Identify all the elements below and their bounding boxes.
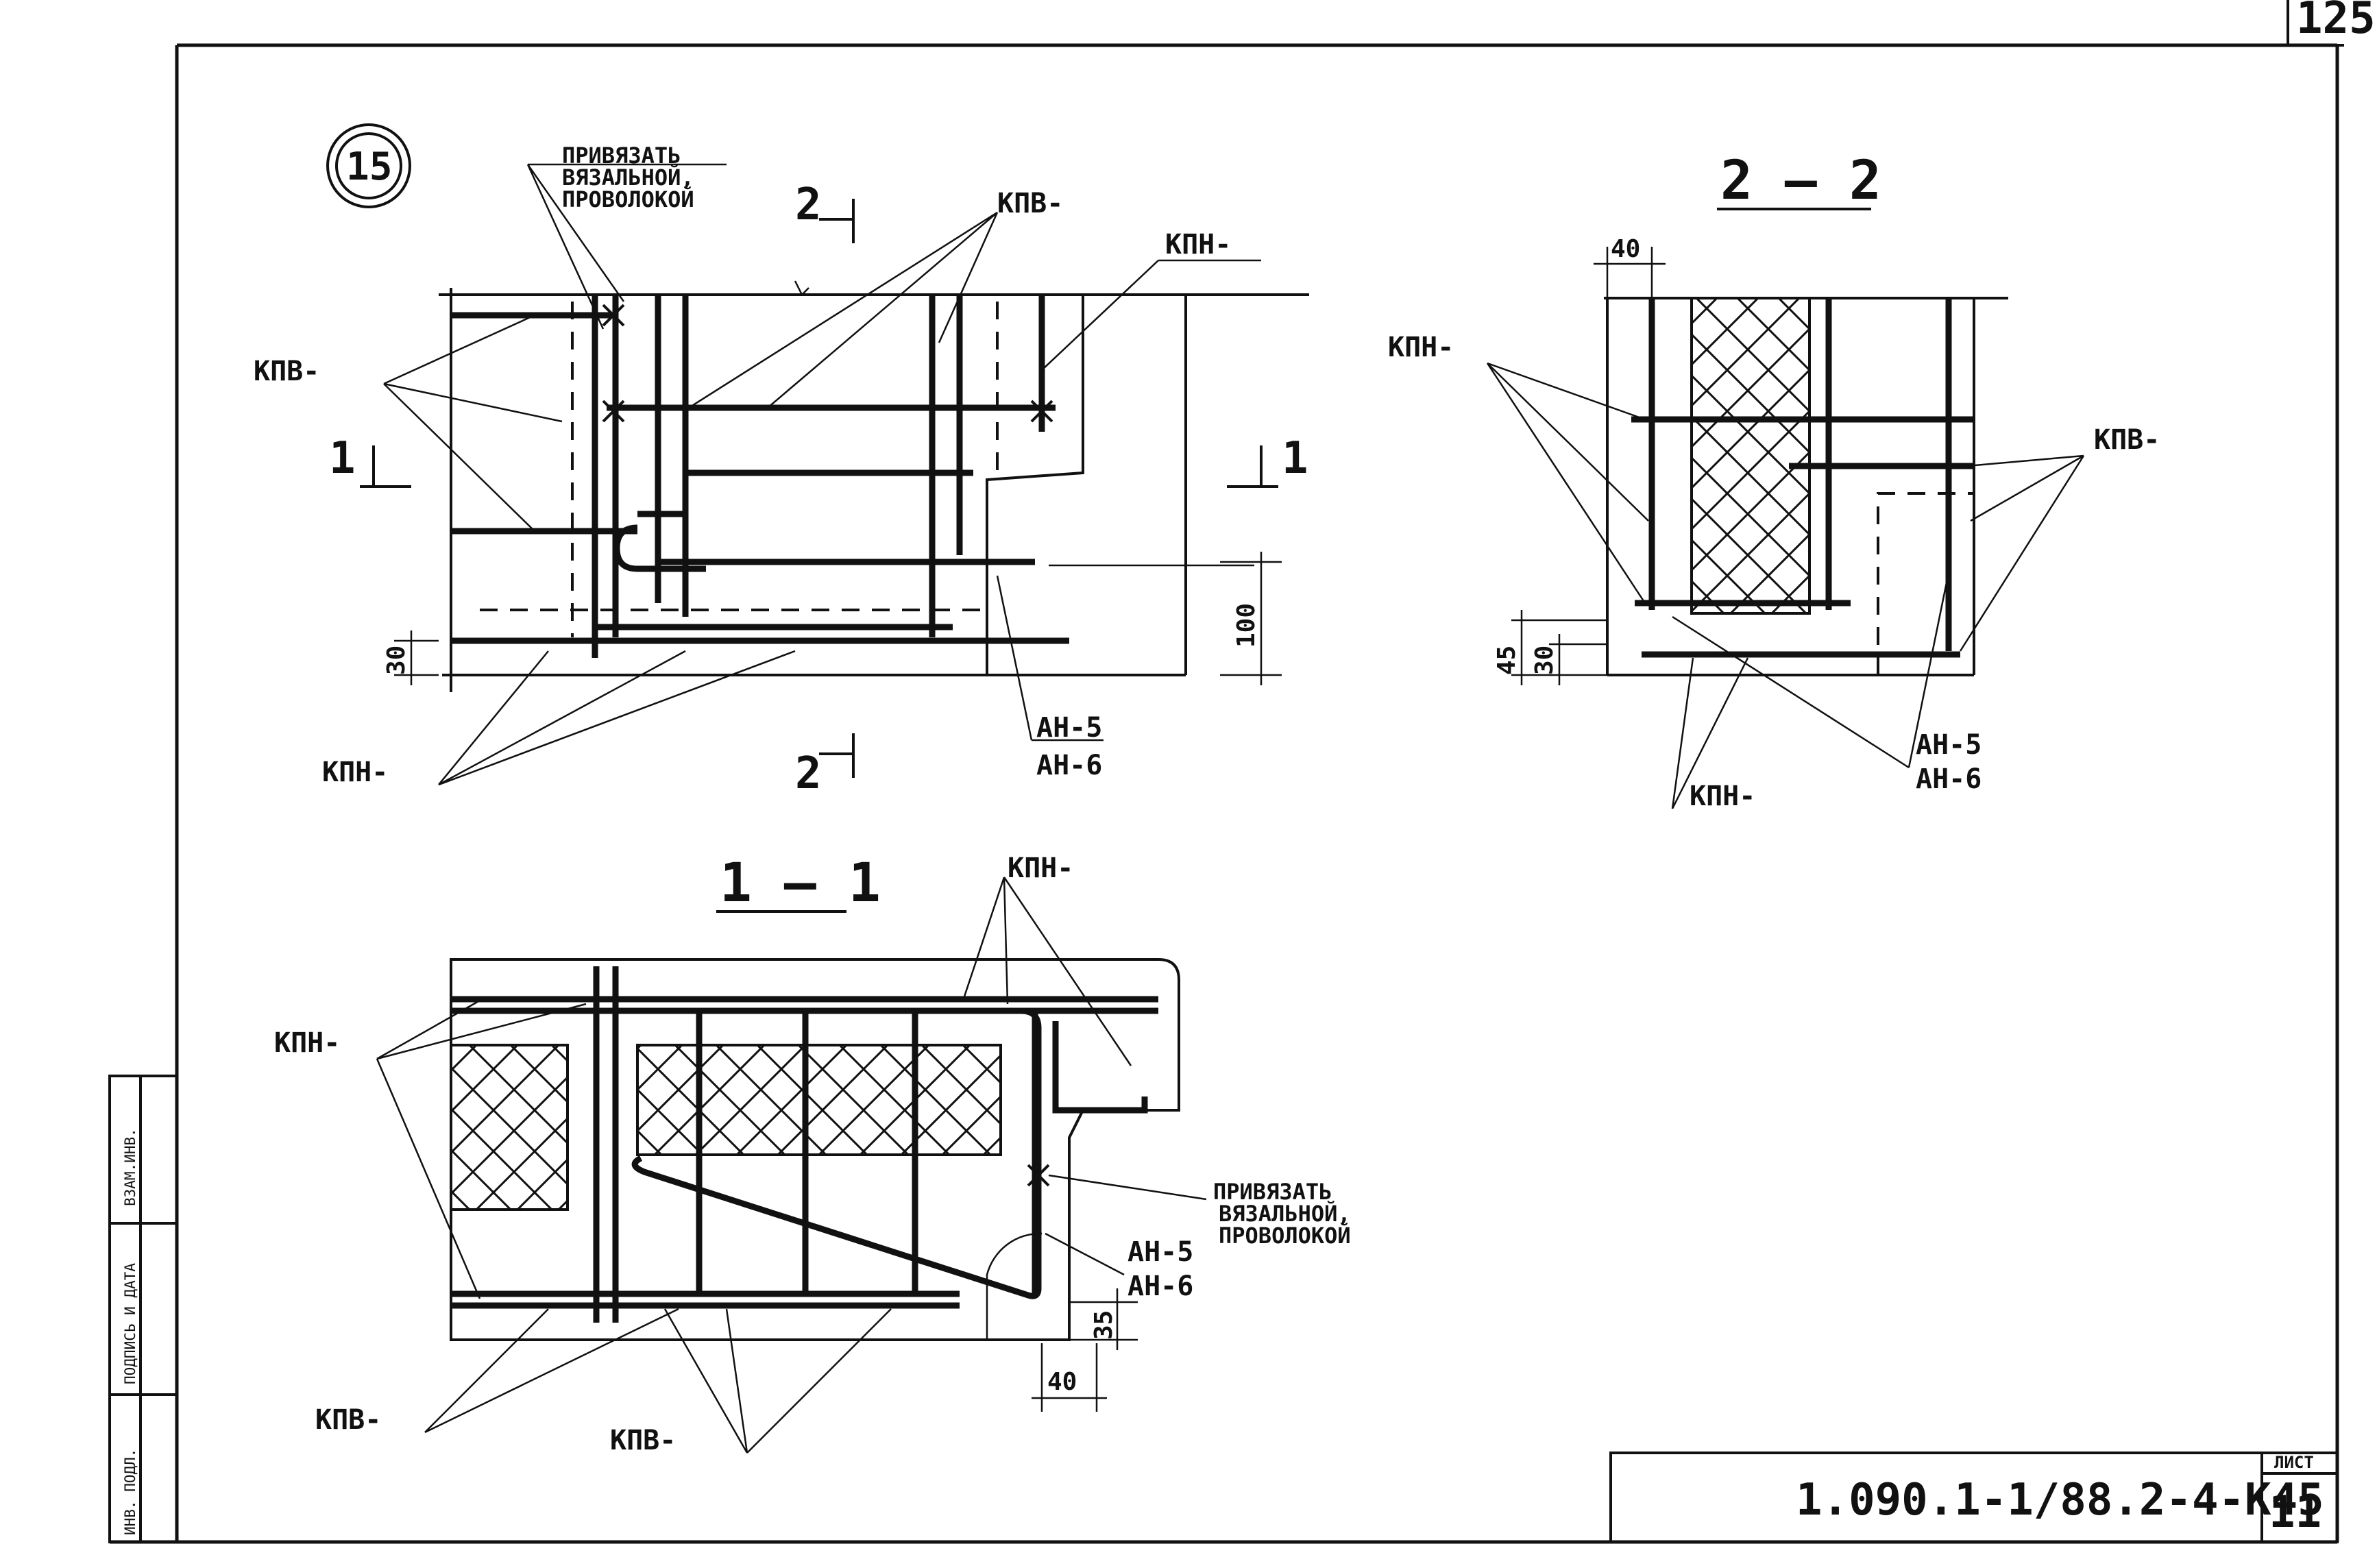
s22-kpv-label-right: КПВ-: [2094, 424, 2160, 456]
plan-kpn-label-bottom: КПН-: [322, 757, 388, 788]
s11-kpn-label-top: КПН-: [1008, 853, 1073, 884]
s22-dim-45: 45: [1493, 646, 1521, 675]
sheet-label: ЛИСТ: [2274, 1453, 2314, 1472]
signature-date-label: ПОДПИСЬ И ДАТА: [122, 1263, 138, 1384]
s11-kpv-label-bottom: КПВ-: [610, 1425, 676, 1456]
plan-an6-label: АН-6: [1036, 750, 1102, 781]
node-marker: [326, 123, 411, 208]
plan-cut1-left: 1: [329, 433, 356, 484]
s11-kpv-label-left: КПВ-: [315, 1404, 381, 1436]
section-1-1-view: [376, 877, 1207, 1454]
s11-tie-note-line1: ПРИВЯЗАТЬ: [1213, 1179, 1332, 1205]
s11-an5-label: АН-5: [1127, 1236, 1193, 1268]
plan-tie-note-line2: ВЯЗАЛЬНОЙ,: [562, 164, 694, 191]
plan-cut2-bottom: 2: [795, 748, 822, 799]
page-number: 125: [2296, 0, 2376, 44]
s11-dim-35: 35: [1090, 1310, 1118, 1340]
plan-cut1-right: 1: [1282, 433, 1308, 484]
plan-tie-note-line3: ПРОВОЛОКОЙ: [562, 186, 694, 212]
s11-kpn-label-left: КПН-: [274, 1027, 340, 1059]
plan-dim-100: 100: [1232, 603, 1260, 648]
section-2-2-view: [1486, 247, 2085, 809]
sheet-number: 11: [2269, 1487, 2321, 1538]
s11-an6-label: АН-6: [1127, 1271, 1193, 1302]
s11-tie-note-line3: ПРОВОЛОКОЙ: [1219, 1223, 1351, 1249]
s22-an5-label: АН-5: [1916, 729, 1982, 761]
s22-kpn-label-left: КПН-: [1388, 332, 1454, 363]
plan-tie-note-line1: ПРИВЯЗАТЬ: [562, 143, 681, 169]
section-2-2-title: 2 — 2: [1720, 150, 1881, 212]
s22-dim-30: 30: [1531, 646, 1559, 675]
s11-dim-40: 40: [1047, 1368, 1077, 1396]
plan-kpv-label-top: КПВ-: [997, 188, 1063, 219]
s22-kpn-label-bottom: КПН-: [1690, 781, 1755, 812]
node-number: 15: [346, 145, 392, 189]
plan-an5-label: АН-5: [1036, 712, 1102, 744]
side-stamp: [108, 1075, 178, 1543]
document-code: 1.090.1-1/88.2-4-К45: [1796, 1475, 2324, 1526]
s22-dim-40: 40: [1611, 235, 1640, 263]
plan-kpv-label-left: КПВ-: [254, 356, 319, 387]
replace-inv-label: ВЗАМ.ИНВ.: [122, 1128, 138, 1206]
title-block: [1609, 1451, 2339, 1543]
section-1-1-title: 1 — 1: [720, 853, 881, 914]
s22-an6-label: АН-6: [1916, 763, 1982, 795]
s11-tie-note-line2: ВЯЗАЛЬНОЙ,: [1219, 1201, 1351, 1227]
plan-dim-30: 30: [382, 646, 411, 675]
plan-kpn-label-right: КПН-: [1165, 229, 1231, 260]
plan-cut2-top: 2: [795, 180, 822, 230]
inv-original-label: ИНВ. ПОДЛ.: [122, 1449, 138, 1535]
plan-view: [360, 163, 1309, 786]
